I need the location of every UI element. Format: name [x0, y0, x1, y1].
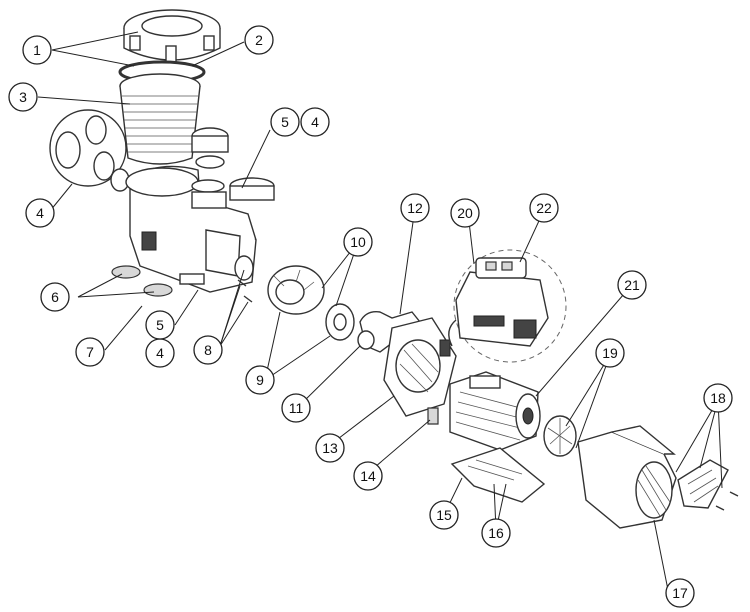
callout-9: 9 [245, 365, 275, 395]
svg-text:9: 9 [256, 372, 264, 388]
callout-21: 21 [617, 270, 647, 300]
callout-8: 8 [193, 335, 223, 365]
callout-2: 2 [244, 25, 274, 55]
discharge-union-part [191, 127, 275, 209]
callout-14: 14 [353, 461, 383, 491]
svg-text:15: 15 [436, 507, 452, 523]
svg-text:5: 5 [281, 114, 289, 130]
fan-cover-part [577, 425, 677, 529]
drain-plugs-part [111, 265, 173, 297]
housing-bolts-part [234, 255, 254, 303]
callout-6: 6 [40, 282, 70, 312]
diffuser-part [267, 265, 325, 315]
svg-text:18: 18 [710, 390, 726, 406]
callout-1: 1 [22, 35, 52, 65]
svg-text:2: 2 [255, 32, 263, 48]
callout-20: 20 [450, 198, 480, 228]
callout-18: 18 [703, 383, 733, 413]
controller-part [448, 249, 567, 363]
callout-4-bottom: 4 [145, 338, 175, 368]
svg-text:8: 8 [204, 342, 212, 358]
svg-text:14: 14 [360, 468, 376, 484]
svg-text:20: 20 [457, 205, 473, 221]
strainer-lid-part [123, 9, 221, 63]
svg-text:7: 7 [86, 344, 94, 360]
svg-text:16: 16 [488, 525, 504, 541]
svg-text:4: 4 [36, 205, 44, 221]
svg-text:11: 11 [289, 400, 304, 416]
svg-text:1: 1 [33, 42, 41, 58]
callout-3: 3 [8, 82, 38, 112]
callout-12: 12 [400, 193, 430, 223]
seal-plate-part [383, 317, 457, 417]
svg-text:10: 10 [350, 234, 366, 250]
callout-11: 11 [281, 393, 311, 423]
svg-text:4: 4 [156, 345, 164, 361]
svg-text:22: 22 [536, 200, 552, 216]
callout-5-bottom: 5 [145, 310, 175, 340]
callout-4-top-right: 4 [300, 107, 330, 137]
callout-4-union-inset: 4 [25, 198, 55, 228]
motor-base-part [450, 447, 546, 503]
union-inset-part [49, 109, 130, 192]
svg-text:5: 5 [156, 317, 164, 333]
impeller-part [325, 303, 355, 341]
screw-part [427, 407, 439, 425]
callout-5-top-right: 5 [270, 107, 300, 137]
callout-7: 7 [75, 337, 105, 367]
svg-text:17: 17 [672, 585, 688, 601]
svg-text:13: 13 [322, 440, 338, 456]
svg-text:12: 12 [407, 200, 423, 216]
rear-cover-part [677, 459, 739, 511]
callout-16: 16 [481, 518, 511, 548]
callout-22: 22 [529, 193, 559, 223]
motor-part [449, 371, 541, 451]
svg-text:21: 21 [624, 277, 640, 293]
fan-part [543, 415, 577, 457]
svg-text:4: 4 [311, 114, 319, 130]
strainer-basket-part [119, 73, 201, 165]
callout-10: 10 [343, 227, 373, 257]
callout-17: 17 [665, 578, 695, 608]
svg-text:6: 6 [51, 289, 59, 305]
svg-text:3: 3 [19, 89, 27, 105]
callout-13: 13 [315, 433, 345, 463]
callout-15: 15 [429, 500, 459, 530]
svg-text:19: 19 [602, 345, 618, 361]
callout-19: 19 [595, 338, 625, 368]
